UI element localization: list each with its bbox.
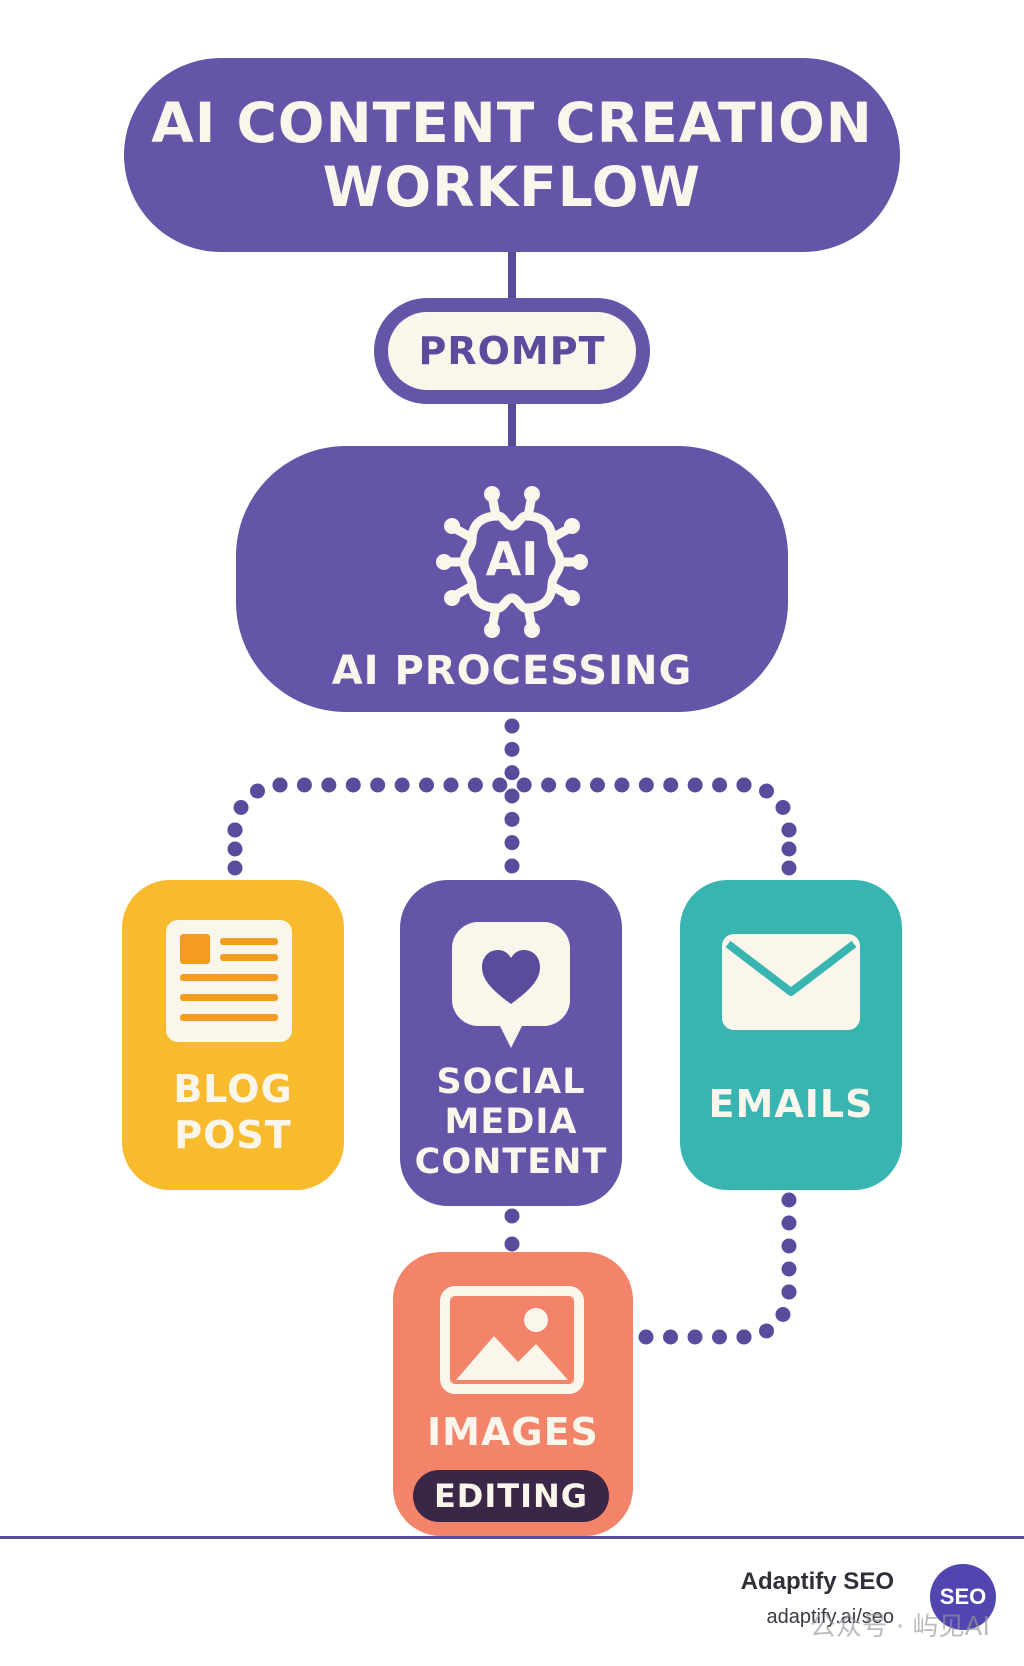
ai-chip-icon <box>436 486 588 638</box>
article-icon <box>166 920 292 1042</box>
connector-dot <box>504 1208 520 1224</box>
social-media-label: SOCIAL MEDIA CONTENT <box>400 1062 622 1182</box>
connector-dot <box>321 777 337 793</box>
image-icon <box>440 1286 584 1394</box>
connector-dot <box>504 835 520 851</box>
connector-dot <box>736 1329 752 1345</box>
connector-dot <box>250 783 265 799</box>
connector-dot <box>504 741 520 757</box>
connector-dot <box>781 1261 797 1277</box>
connector-dot <box>638 1329 654 1345</box>
baseline-divider <box>0 1536 1024 1539</box>
blog-post-label-line-1: BLOG <box>173 1067 293 1111</box>
connector-dot <box>781 1215 797 1231</box>
connector-dot <box>516 777 532 793</box>
connector-dot <box>467 777 483 793</box>
connector-dot <box>370 777 386 793</box>
watermark-text: 公众号 · 屿见AI <box>809 1612 990 1642</box>
title-line-1: AI CONTENT CREATION <box>151 91 873 155</box>
connector-dot <box>775 800 791 815</box>
connector-dot <box>504 1236 520 1252</box>
blog-post-label-line-2: POST <box>174 1113 292 1157</box>
social-label-line-1: SOCIAL <box>436 1062 586 1102</box>
heart-chat-icon <box>452 922 570 1048</box>
connector-dot <box>504 765 520 781</box>
connector-dot <box>541 777 557 793</box>
brand-url: adaptify.ai/seo <box>766 1606 895 1628</box>
title-pill: AI CONTENT CREATION WORKFLOW <box>124 58 900 252</box>
connector-dot <box>781 822 797 838</box>
connector-dot <box>781 841 797 857</box>
brand-name: Adaptify SEO <box>740 1568 894 1595</box>
editing-label: EDITING <box>433 1477 589 1515</box>
connector-dot <box>419 777 435 793</box>
connector-dot <box>736 777 752 793</box>
connector-dot <box>775 1307 791 1322</box>
connector-dot <box>227 841 243 857</box>
connector-dot <box>638 777 654 793</box>
prompt-node: PROMPT <box>388 312 636 390</box>
connector-dot <box>663 777 679 793</box>
connector-dot <box>504 718 520 734</box>
connector-dot <box>781 860 797 876</box>
connector-dot <box>687 777 703 793</box>
connector-dot <box>759 1323 774 1339</box>
connector-dot <box>233 800 249 815</box>
connector-dot <box>589 777 605 793</box>
ai-chip-text: AI <box>485 532 539 586</box>
connector-dot <box>712 777 728 793</box>
images-label: IMAGES <box>427 1410 599 1454</box>
social-label-line-2: MEDIA <box>444 1102 578 1142</box>
connector-dot <box>614 777 630 793</box>
connector-dot <box>781 1238 797 1254</box>
connector-dot <box>687 1329 703 1345</box>
connector-dot <box>781 1192 797 1208</box>
connector-dot <box>663 1329 678 1345</box>
connector-dot <box>394 777 410 793</box>
editing-badge: EDITING <box>413 1470 609 1522</box>
connector-dot <box>296 777 312 793</box>
connector-dot <box>759 783 774 799</box>
connector-dot <box>272 777 288 793</box>
connector-dot <box>565 777 581 793</box>
connector-dot <box>492 777 508 793</box>
connector-dot <box>504 858 520 874</box>
connector-dot <box>227 822 243 838</box>
envelope-icon <box>722 934 860 1030</box>
connector-dot <box>227 860 243 876</box>
connector-dot <box>443 777 459 793</box>
title-line-2: WORKFLOW <box>322 155 702 219</box>
social-label-line-3: CONTENT <box>414 1142 608 1182</box>
connector-dot <box>504 788 520 804</box>
seo-badge-text: SEO <box>939 1584 987 1609</box>
blog-post-label: BLOG POST <box>122 1066 344 1158</box>
ai-processing-label: AI PROCESSING <box>331 648 693 694</box>
emails-card <box>680 880 902 1190</box>
ai-processing-node <box>236 446 788 712</box>
connector-dot <box>345 777 361 793</box>
connector-dot <box>712 1329 727 1345</box>
connector-dot <box>504 811 520 827</box>
seo-badge: SEO <box>930 1564 996 1630</box>
connector-dot <box>781 1284 797 1300</box>
prompt-label: PROMPT <box>418 329 606 373</box>
emails-label: EMAILS <box>708 1082 874 1126</box>
